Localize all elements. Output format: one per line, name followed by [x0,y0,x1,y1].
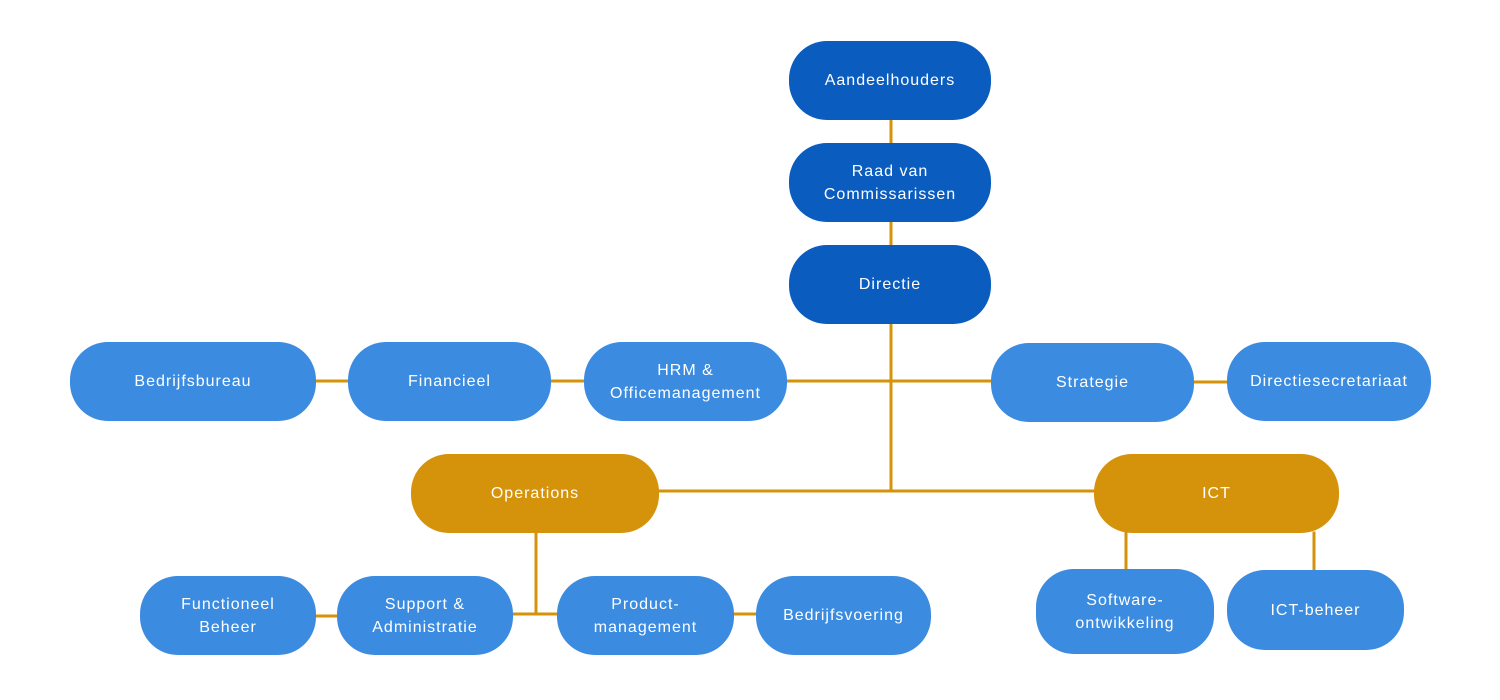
node-bedrijfsbureau: Bedrijfsbureau [70,342,316,421]
node-financieel: Financieel [348,342,551,421]
node-operations: Operations [411,454,659,533]
node-bedrijfsvoering: Bedrijfsvoering [756,576,931,655]
node-directie: Directie [789,245,991,324]
node-productmanagement: Product- management [557,576,734,655]
node-softwareontwikkeling: Software- ontwikkeling [1036,569,1214,654]
node-support-administratie: Support & Administratie [337,576,513,655]
node-aandeelhouders: Aandeelhouders [789,41,991,120]
node-functioneel-beheer: Functioneel Beheer [140,576,316,655]
node-directiesecretariaat: Directiesecretariaat [1227,342,1431,421]
node-hrm-officemanagement: HRM & Officemanagement [584,342,787,421]
node-strategie: Strategie [991,343,1194,422]
node-raad-van-commissarissen: Raad van Commissarissen [789,143,991,222]
node-ict: ICT [1094,454,1339,533]
node-ict-beheer: ICT-beheer [1227,570,1404,650]
